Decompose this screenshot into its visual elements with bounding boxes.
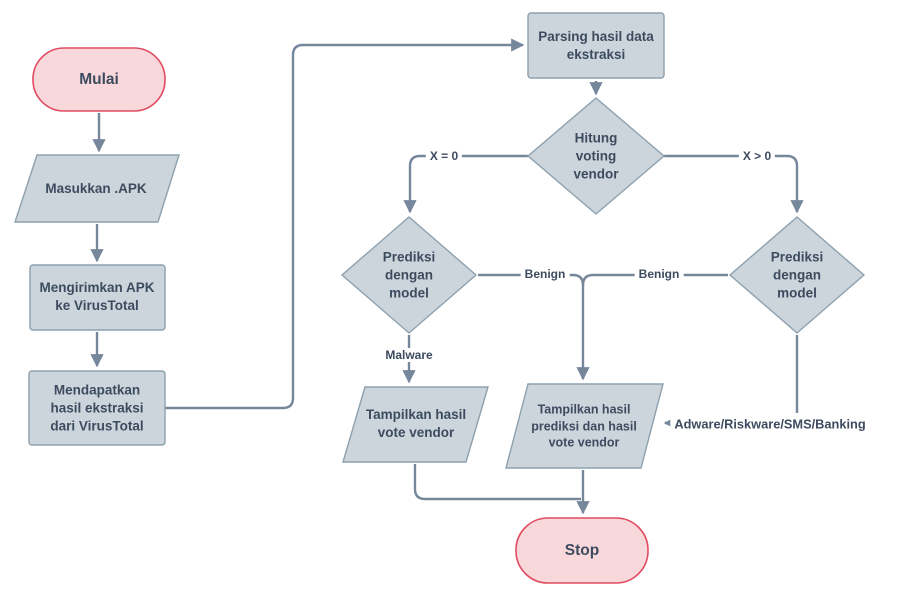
edge-extraction-to-parsing — [165, 38, 525, 410]
edge-vote-output-to-stop — [413, 464, 581, 501]
input-apk-node-shape — [14, 154, 180, 223]
send-apk-node-shape — [29, 264, 166, 331]
get-extraction-node-shape — [28, 370, 166, 446]
edge-predict-left-benign — [478, 273, 590, 381]
stop-node-shape — [515, 517, 649, 584]
parsing-node-shape — [527, 12, 665, 79]
predict-left-decision-shape — [340, 216, 478, 334]
start-node-shape — [32, 47, 166, 112]
edge-voting-to-predict-right — [664, 154, 804, 214]
voting-decision-shape — [526, 97, 666, 215]
vote-output-node-shape — [342, 386, 489, 463]
prediction-output-node-shape — [505, 383, 664, 469]
edge-predict-right-benign — [581, 273, 728, 286]
predict-right-decision-shape — [728, 216, 866, 334]
edge-voting-to-predict-left — [403, 154, 528, 214]
